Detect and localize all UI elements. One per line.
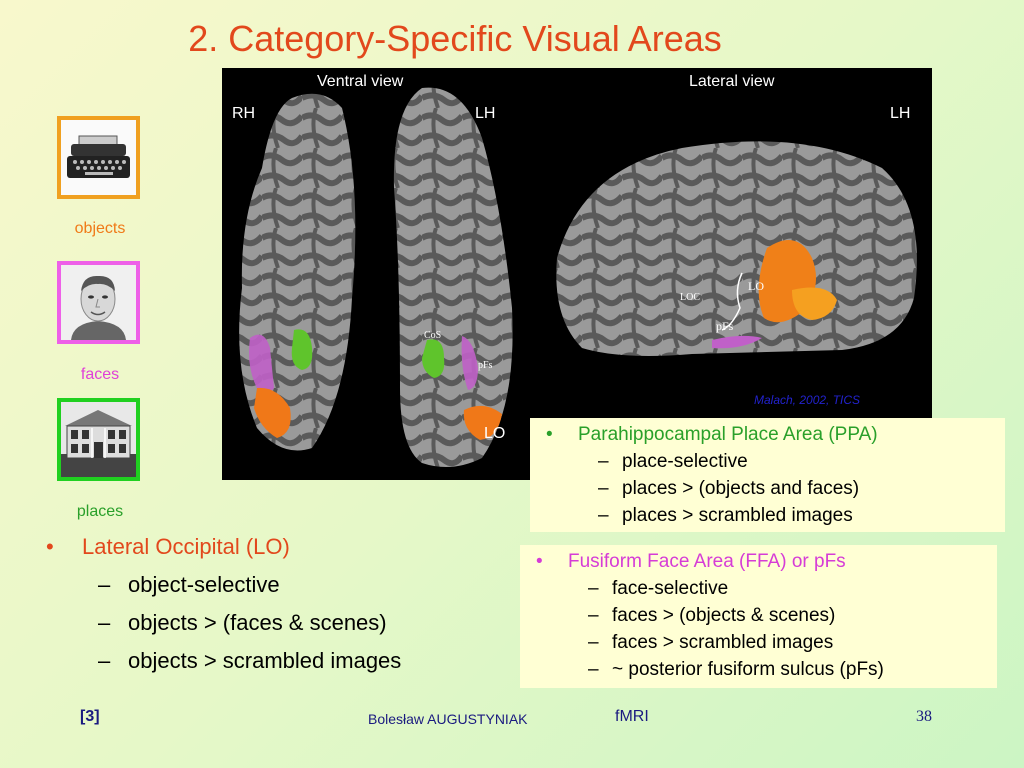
ppa-item: place-selective — [540, 448, 995, 475]
lo-item: objects > (faces & scenes) — [42, 604, 401, 642]
typewriter-icon — [61, 120, 136, 195]
pfs-ventral-label: pFs — [478, 360, 493, 371]
ffa-box: Fusiform Face Area (FFA) or pFs face-sel… — [520, 545, 997, 688]
faces-label: faces — [80, 366, 120, 383]
footer-ref: [3] — [80, 708, 100, 725]
pfs-lateral-label: pFs — [716, 319, 734, 333]
ppa-box: Parahippocampal Place Area (PPA) place-s… — [530, 418, 1005, 532]
loc-label: LOC — [680, 292, 700, 303]
rh-label: RH — [232, 105, 255, 122]
ventral-view-label: Ventral view — [317, 73, 404, 90]
footer-author: Bolesław AUGUSTYNIAK — [368, 711, 528, 727]
ffa-item: ~ posterior fusiform sulcus (pFs) — [530, 656, 987, 683]
lo-item: objects > scrambled images — [42, 642, 401, 680]
ffa-item: faces > (objects & scenes) — [530, 602, 987, 629]
objects-label: objects — [74, 220, 126, 237]
lo-section: Lateral Occipital (LO) object-selective … — [42, 528, 401, 680]
ppa-item: places > scrambled images — [540, 502, 995, 529]
faces-thumbnail — [57, 261, 140, 344]
lh-ventral-label: LH — [475, 105, 495, 122]
footer-course: fMRI — [615, 708, 649, 725]
lateral-view-label: Lateral view — [689, 73, 775, 90]
objects-thumbnail — [57, 116, 140, 199]
citation-text: Malach, 2002, TICS — [754, 393, 860, 407]
lh-lateral-label: LH — [890, 105, 910, 122]
lo-lateral-label: LO — [748, 279, 764, 293]
lo-item: object-selective — [42, 566, 401, 604]
house-icon — [61, 402, 136, 477]
page-number: 38 — [916, 708, 932, 725]
slide-title: 2. Category-Specific Visual Areas — [188, 18, 722, 59]
lo-ventral-label: LO — [484, 425, 505, 442]
brain-image: Ventral view Lateral view RH LH LH CoS p… — [232, 73, 917, 467]
brain-activation-figure: Ventral view Lateral view RH LH LH CoS p… — [222, 68, 932, 480]
places-thumbnail — [57, 398, 140, 481]
ppa-item: places > (objects and faces) — [540, 475, 995, 502]
face-icon — [61, 265, 136, 340]
ppa-heading: Parahippocampal Place Area (PPA) — [540, 421, 995, 448]
ffa-item: face-selective — [530, 575, 987, 602]
places-label: places — [76, 503, 124, 520]
cos-label: CoS — [424, 330, 441, 341]
ffa-heading: Fusiform Face Area (FFA) or pFs — [530, 548, 987, 575]
ffa-item: faces > scrambled images — [530, 629, 987, 656]
lo-heading: Lateral Occipital (LO) — [42, 528, 401, 566]
